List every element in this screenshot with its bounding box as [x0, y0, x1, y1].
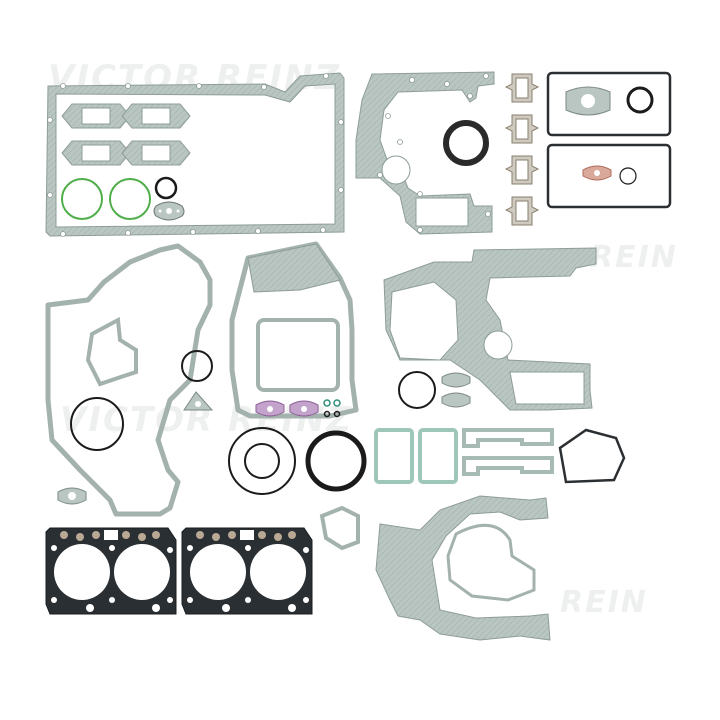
flywheel-housing-gasket: [229, 241, 359, 419]
hexagonal-cover-gasket: [558, 428, 626, 484]
exhaust-manifold-gaskets: [61, 103, 191, 166]
triangle-flange-gasket: [183, 391, 214, 411]
small-hex-flange-gasket: [319, 505, 360, 551]
small-black-o-ring: [154, 176, 178, 200]
head-gasket-right: [181, 527, 313, 615]
small-flange-gaskets-pair: [441, 372, 471, 408]
oil-pan-gasket: [45, 72, 345, 237]
valve-cover-inner-flange: [565, 86, 654, 116]
intake-port-gaskets: [504, 73, 540, 226]
front-cover-gasket-large: [45, 243, 213, 517]
gear-case-gasket: [383, 247, 597, 411]
head-gasket-left: [45, 527, 177, 615]
small-oval-gasket: [57, 487, 87, 505]
water-pump-housing-gasket: [375, 495, 551, 641]
purple-gasket-holes: [267, 406, 307, 412]
o-rings-various: [70, 350, 436, 495]
manifold-gaskets-paired: [462, 428, 554, 476]
small-flange-gasket: [153, 201, 185, 221]
cylinder-head-gaskets: [45, 527, 313, 615]
front-crankshaft-seal: [305, 430, 367, 492]
copper-flange-gasket: [582, 165, 637, 185]
timing-cover-gasket-upper: [355, 71, 495, 235]
rear-crankshaft-seal: [443, 120, 489, 166]
green-o-rings: [61, 178, 151, 220]
teal-rectangular-gaskets: [374, 428, 458, 484]
valve-cover-gaskets: [546, 71, 672, 209]
tiny-o-rings: [323, 399, 341, 418]
